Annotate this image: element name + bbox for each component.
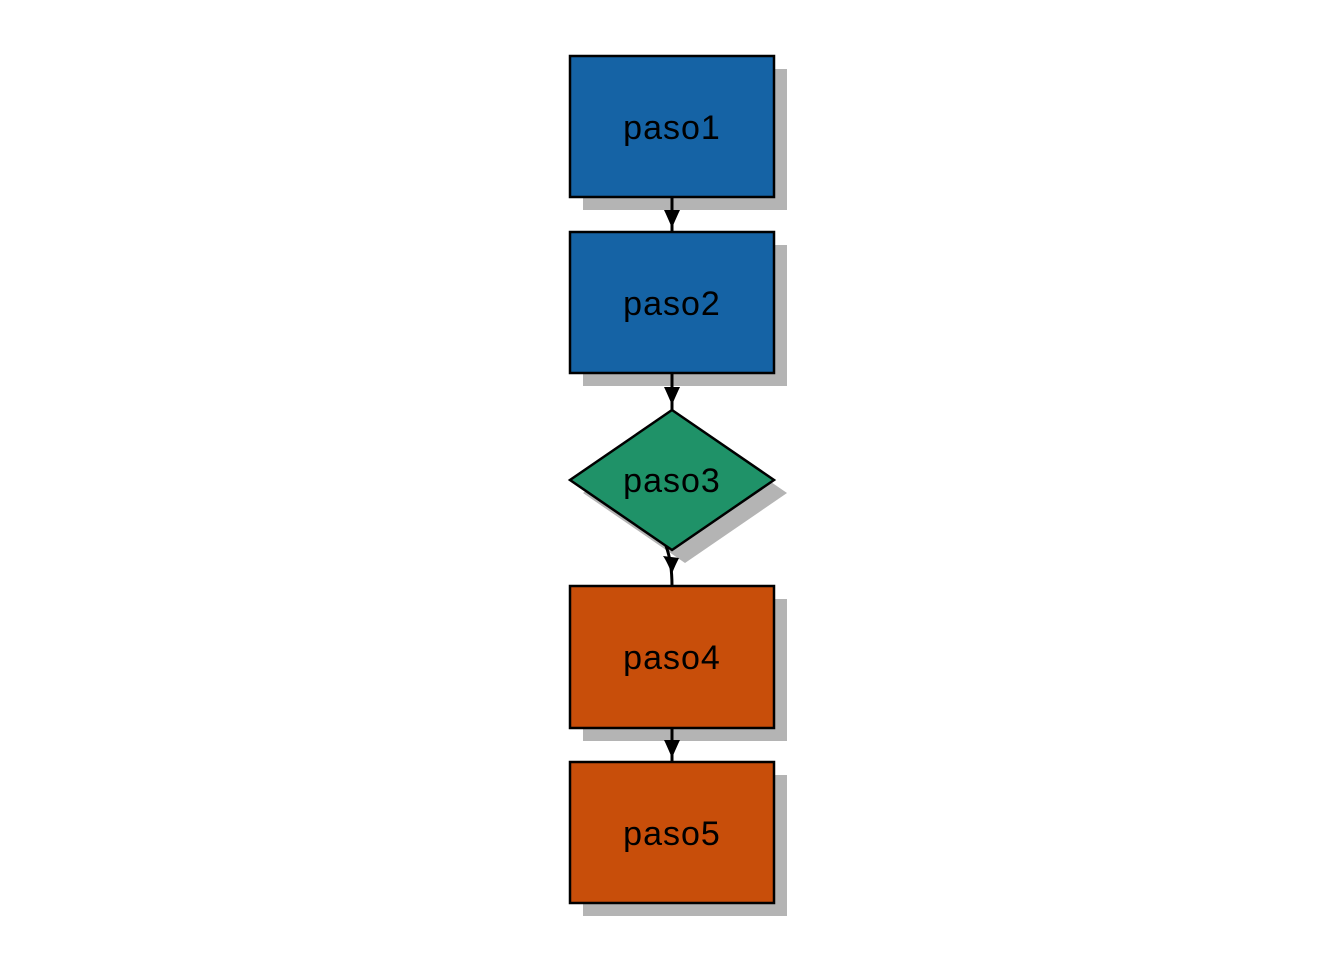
edge-arrowhead-down [664,740,680,758]
node-label: paso4 [623,639,721,677]
process-box [568,584,776,730]
node-paso4: paso4 [568,584,776,730]
node-label: paso5 [623,815,721,853]
edge-arrowhead-down [664,210,680,228]
edge-arrowhead-down [663,556,679,574]
node-paso2: paso2 [568,230,776,375]
node-paso5: paso5 [568,760,776,905]
node-label: paso3 [623,462,721,500]
edge-paso4-paso5 [664,728,680,762]
edge-arrowhead-down [664,387,680,405]
node-label: paso2 [623,285,721,323]
node-paso3: paso3 [567,408,777,552]
node-label: paso1 [623,109,721,147]
edge-paso2-paso3 [664,373,680,410]
edge-paso1-paso2 [664,197,680,232]
process-box [568,230,776,375]
process-box [568,760,776,905]
node-paso1: paso1 [568,54,776,199]
edge-paso3-paso4 [663,545,679,587]
decision-diamond [567,408,777,552]
process-box [568,54,776,199]
